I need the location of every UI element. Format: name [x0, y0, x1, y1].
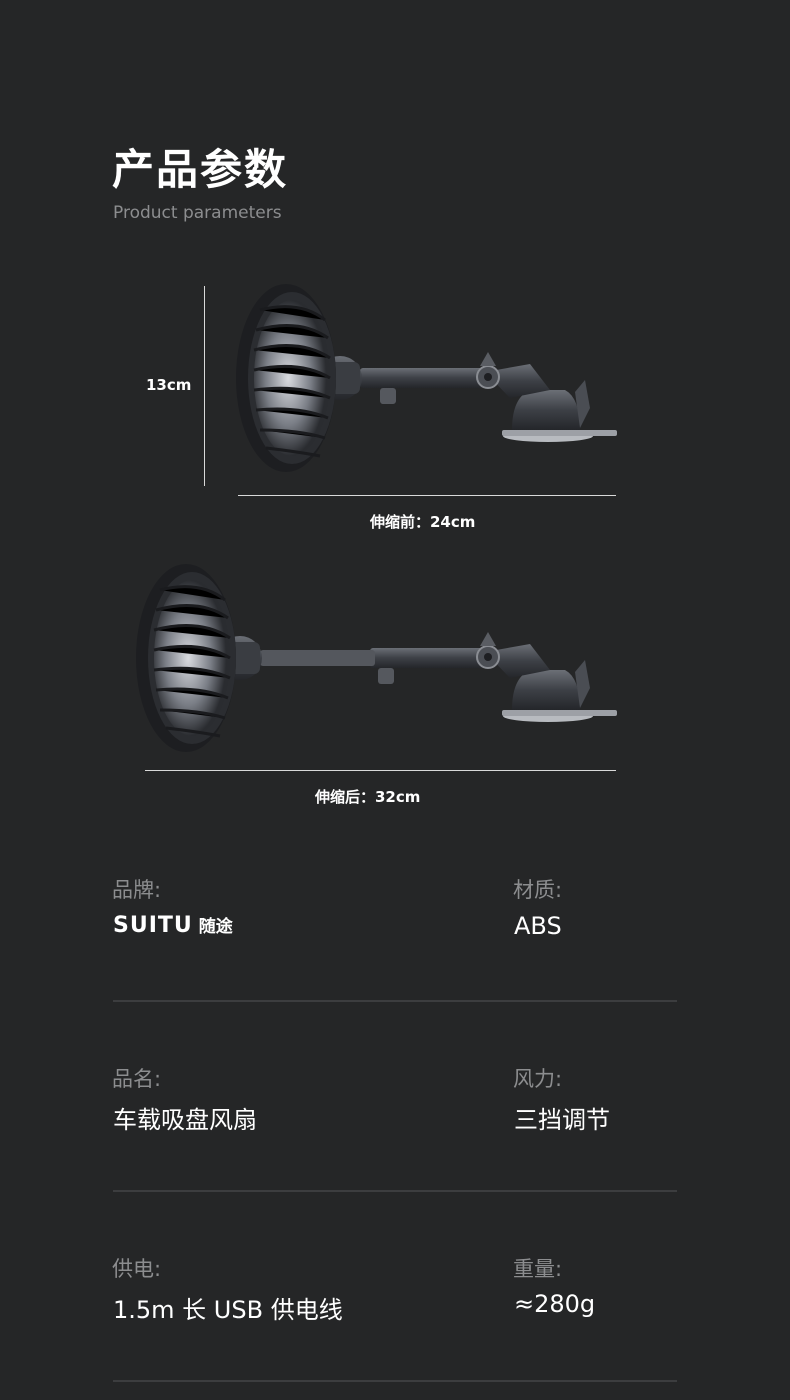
- spec-divider: [113, 1380, 677, 1382]
- height-dimension-label: 13cm: [146, 376, 192, 394]
- airflow-label: 风力:: [513, 1067, 563, 1091]
- weight-value: ≈280g: [514, 1290, 596, 1318]
- car-fan-extended-image: [136, 564, 617, 752]
- product-name-value: 车载吸盘风扇: [113, 1106, 257, 1134]
- spec-divider: [113, 1000, 677, 1002]
- brand-logo-cn: 随途: [198, 917, 233, 937]
- extended-length-label: 伸缩后：32cm: [315, 788, 421, 806]
- material-value: ABS: [514, 912, 562, 940]
- spec-divider: [113, 1190, 677, 1192]
- extended-length-line: [145, 770, 616, 771]
- power-value: 1.5m 长 USB 供电线: [113, 1296, 343, 1324]
- weight-label: 重量:: [513, 1257, 563, 1281]
- car-fan-retracted-image: [236, 284, 617, 472]
- brand-logo-latin: SUITU: [113, 913, 193, 938]
- page-title: 产品参数: [112, 145, 289, 194]
- page-subtitle: Product parameters: [113, 203, 282, 223]
- retracted-length-label: 伸缩前：24cm: [370, 513, 476, 531]
- product-name-label: 品名:: [112, 1067, 162, 1091]
- power-label: 供电:: [112, 1257, 162, 1281]
- airflow-value: 三挡调节: [514, 1106, 610, 1134]
- material-label: 材质:: [513, 878, 563, 902]
- height-dimension-line: [204, 286, 205, 486]
- brand-label: 品牌:: [112, 878, 162, 902]
- retracted-length-line: [238, 495, 616, 496]
